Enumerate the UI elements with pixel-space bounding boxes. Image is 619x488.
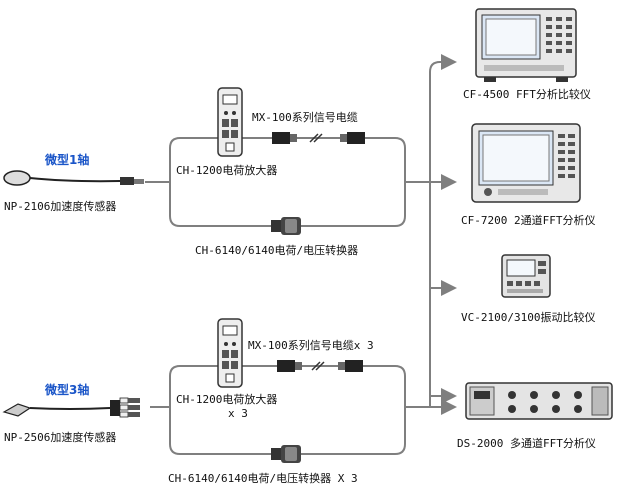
ch1200-amplifier-icon-bottom	[217, 318, 243, 388]
axis-label-micro-1: 微型1轴	[45, 153, 90, 167]
analyzer-label-cf7200: CF-7200 2通道FFT分析仪	[461, 214, 596, 227]
cf7200-analyzer-icon	[471, 123, 581, 203]
axis-label-micro-3: 微型3轴	[45, 383, 90, 397]
vc-comparator-icon	[501, 254, 551, 298]
ds2000-analyzer-icon	[465, 382, 613, 420]
sensor-label-np2106: NP-2106加速度传感器	[4, 200, 117, 213]
analyzer-label-vc: VC-2100/3100振动比较仪	[461, 311, 596, 324]
amp-quantity-bottom: x 3	[228, 407, 248, 420]
amp-label-top: CH-1200电荷放大器	[176, 164, 278, 177]
mx100-cable-connectors-bottom	[277, 360, 363, 372]
cable-label-bottom: MX-100系列信号电缆x 3	[248, 339, 374, 352]
amp-label-bottom: CH-1200电荷放大器	[176, 393, 278, 406]
converter-connector-top	[271, 217, 301, 235]
cf4500-analyzer-icon	[475, 8, 577, 82]
np2106-sensor-icon	[3, 170, 144, 186]
cable-label-top: MX-100系列信号电缆	[252, 111, 358, 124]
converter-label-top: CH-6140/6140电荷/电压转换器	[195, 244, 359, 257]
np2506-sensor-icon	[2, 397, 140, 418]
sensor-label-np2506: NP-2506加速度传感器	[4, 431, 117, 444]
converter-connector-bottom	[271, 445, 301, 463]
mx100-cable-connectors-top	[272, 132, 365, 144]
converter-label-bottom: CH-6140/6140电荷/电压转换器 X 3	[168, 472, 358, 485]
ch1200-amplifier-icon	[217, 87, 243, 157]
analyzer-label-ds2000: DS-2000 多通道FFT分析仪	[457, 437, 596, 450]
analyzer-label-cf4500: CF-4500 FFT分析比较仪	[463, 88, 591, 101]
